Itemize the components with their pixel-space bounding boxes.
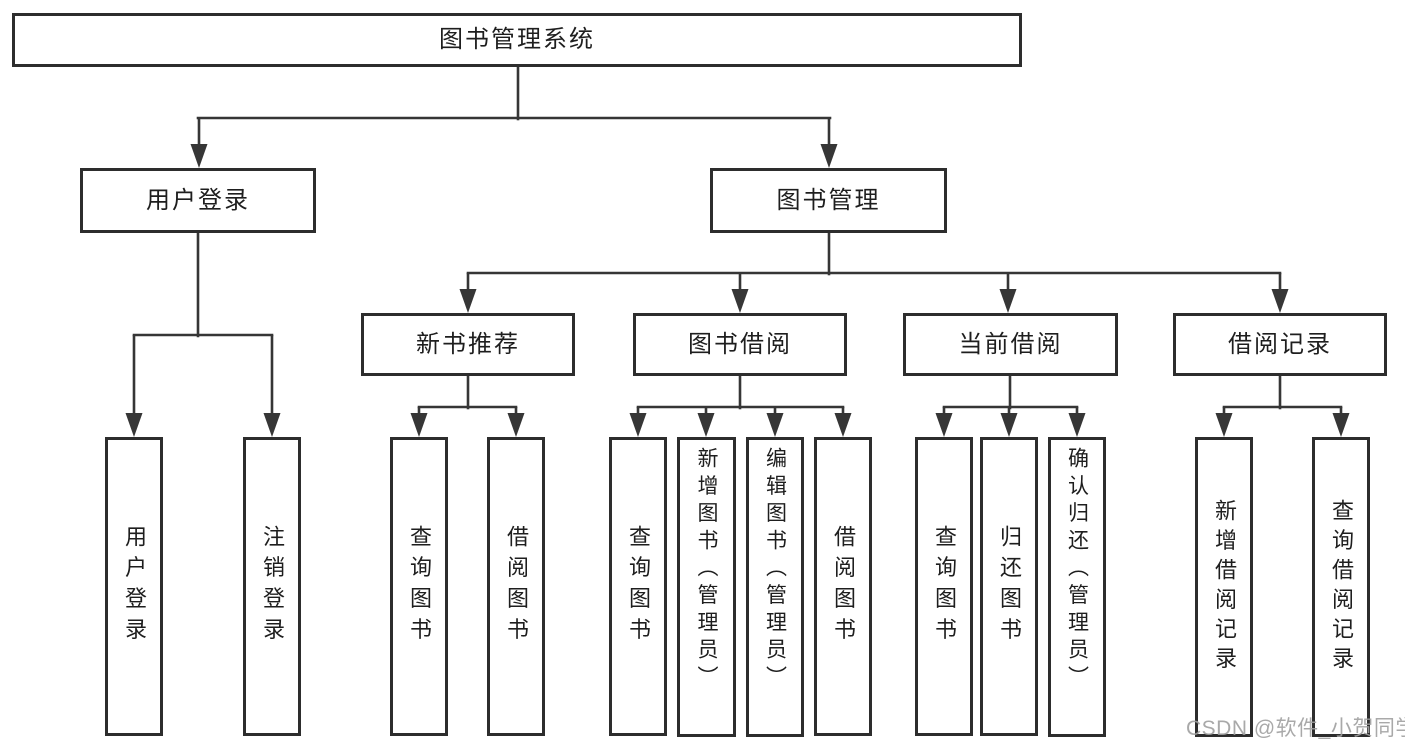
watermark: CSDN @软件_小贺同学 <box>1186 717 1405 740</box>
node-label: 借阅记录 <box>1228 330 1332 358</box>
node-label: 确认归还（管理员） <box>1065 447 1089 693</box>
node-user-login: 用户登录 <box>80 168 316 233</box>
node-label: 注销登录 <box>260 524 285 649</box>
node-user-login-leaf: 用户登录 <box>105 437 163 736</box>
node-book-management: 图书管理 <box>710 168 947 233</box>
node-query-books-3: 查询图书 <box>915 437 973 736</box>
node-add-books-admin: 新增图书（管理员） <box>677 437 736 737</box>
node-query-borrow-record: 查询借阅记录 <box>1312 437 1370 737</box>
node-label: 查询图书 <box>407 524 432 649</box>
node-label: 编辑图书（管理员） <box>763 447 787 693</box>
node-edit-books-admin: 编辑图书（管理员） <box>746 437 804 737</box>
node-logout: 注销登录 <box>243 437 301 736</box>
node-query-books-2: 查询图书 <box>609 437 667 736</box>
node-borrow-books-1: 借阅图书 <box>487 437 545 736</box>
node-borrow-books-2: 借阅图书 <box>814 437 872 736</box>
node-return-books: 归还图书 <box>980 437 1038 736</box>
node-label: 图书管理 <box>776 186 881 214</box>
node-label: 当前借阅 <box>958 330 1063 358</box>
node-new-book-recommend: 新书推荐 <box>361 313 575 376</box>
node-label: 查询图书 <box>626 524 651 649</box>
node-label: 新增图书（管理员） <box>695 447 718 693</box>
node-label: 用户登录 <box>122 524 147 649</box>
node-label: 查询借阅记录 <box>1329 498 1354 676</box>
node-current-borrowing: 当前借阅 <box>903 313 1118 376</box>
node-label: 用户登录 <box>146 186 250 214</box>
node-label: 新书推荐 <box>416 330 520 358</box>
node-add-borrow-record: 新增借阅记录 <box>1195 437 1253 737</box>
node-book-borrowing: 图书借阅 <box>633 313 847 376</box>
node-label: 图书借阅 <box>688 330 792 358</box>
node-label: 归还图书 <box>997 524 1022 649</box>
node-confirm-return-admin: 确认归还（管理员） <box>1048 437 1106 737</box>
node-borrowing-records: 借阅记录 <box>1173 313 1387 376</box>
node-query-books-1: 查询图书 <box>390 437 448 736</box>
node-library-management-system: 图书管理系统 <box>12 13 1022 67</box>
node-label: 图书管理系统 <box>439 26 595 53</box>
node-label: 借阅图书 <box>504 524 529 649</box>
node-label: 查询图书 <box>932 524 957 649</box>
node-label: 新增借阅记录 <box>1212 498 1237 676</box>
node-label: 借阅图书 <box>831 524 856 649</box>
